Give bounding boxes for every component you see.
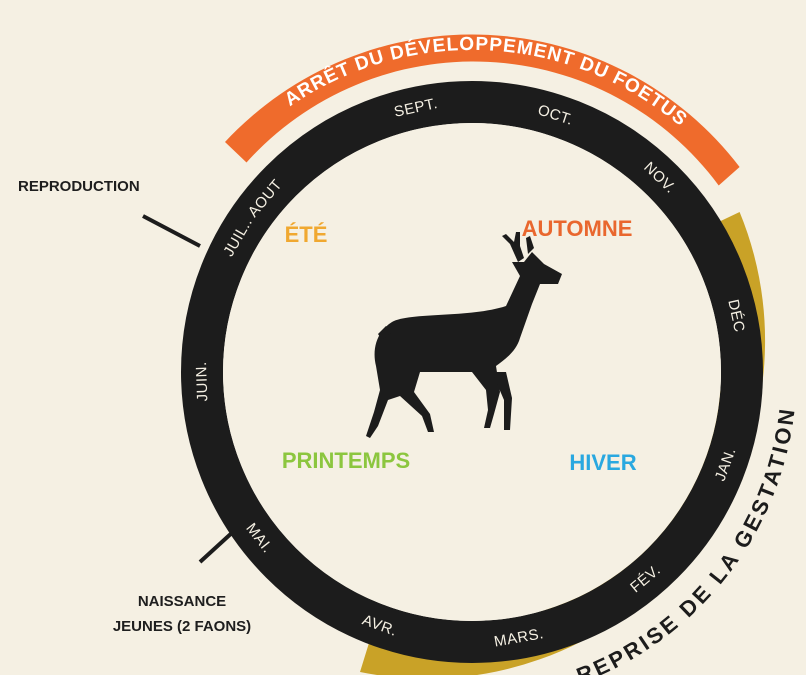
- month-ring: [181, 81, 763, 663]
- season-printemps: PRINTEMPS: [282, 448, 410, 473]
- reproduction-tick: [142, 214, 201, 248]
- deer-silhouette-icon: [366, 232, 562, 438]
- season-ete: ÉTÉ: [285, 222, 328, 247]
- naissance-label-line2: JEUNES (2 FAONS): [113, 618, 251, 635]
- month-label-juin: JUIN.: [193, 361, 211, 402]
- month-label-dec: DÉC: [724, 298, 748, 334]
- reproduction-label: REPRODUCTION: [18, 178, 140, 195]
- naissance-tick: [198, 518, 248, 564]
- season-automne: AUTOMNE: [522, 216, 633, 241]
- naissance-label-line1: NAISSANCE: [138, 593, 226, 610]
- top-band: [225, 34, 740, 186]
- season-hiver: HIVER: [569, 450, 636, 475]
